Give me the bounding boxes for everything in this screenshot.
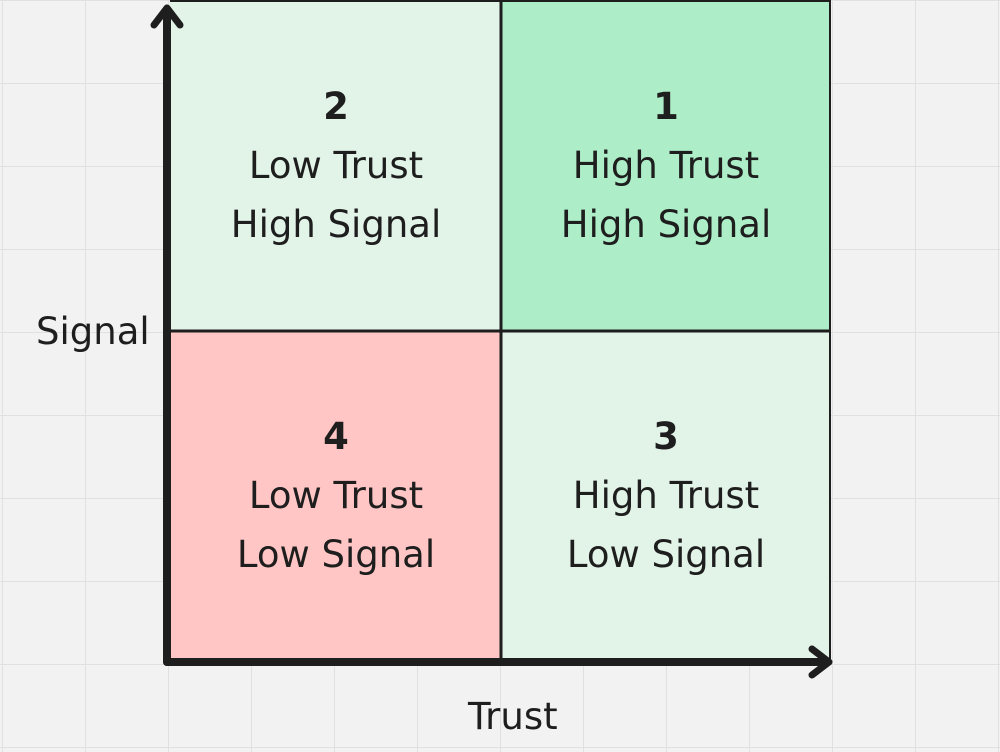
- quadrant-number: 4: [323, 415, 349, 458]
- quadrant-number: 3: [653, 415, 679, 458]
- x-axis-label: Trust: [468, 695, 558, 738]
- quadrant-number: 1: [653, 84, 679, 128]
- quadrant-trust-label: Low Trust: [248, 143, 424, 187]
- quadrant-signal-label: High Signal: [560, 202, 772, 246]
- quadrant-high-trust-low-signal: 3 High Trust Low Signal: [502, 331, 830, 661]
- quadrant-signal-label: Low Signal: [236, 533, 436, 576]
- quadrant-trust-label: Low Trust: [248, 474, 424, 517]
- quadrant-trust-label: High Trust: [572, 474, 760, 517]
- quadrant-low-trust-low-signal: 4 Low Trust Low Signal: [170, 331, 502, 661]
- quadrant-high-trust-high-signal: 1 High Trust High Signal: [502, 0, 830, 331]
- quadrant-trust-label: High Trust: [572, 143, 760, 187]
- quadrant-signal-label: High Signal: [230, 202, 442, 246]
- y-axis-label: Signal: [36, 310, 150, 353]
- quadrant-signal-label: Low Signal: [566, 533, 766, 576]
- quadrant-low-trust-high-signal: 2 Low Trust High Signal: [170, 0, 502, 331]
- quadrant-number: 2: [323, 84, 349, 128]
